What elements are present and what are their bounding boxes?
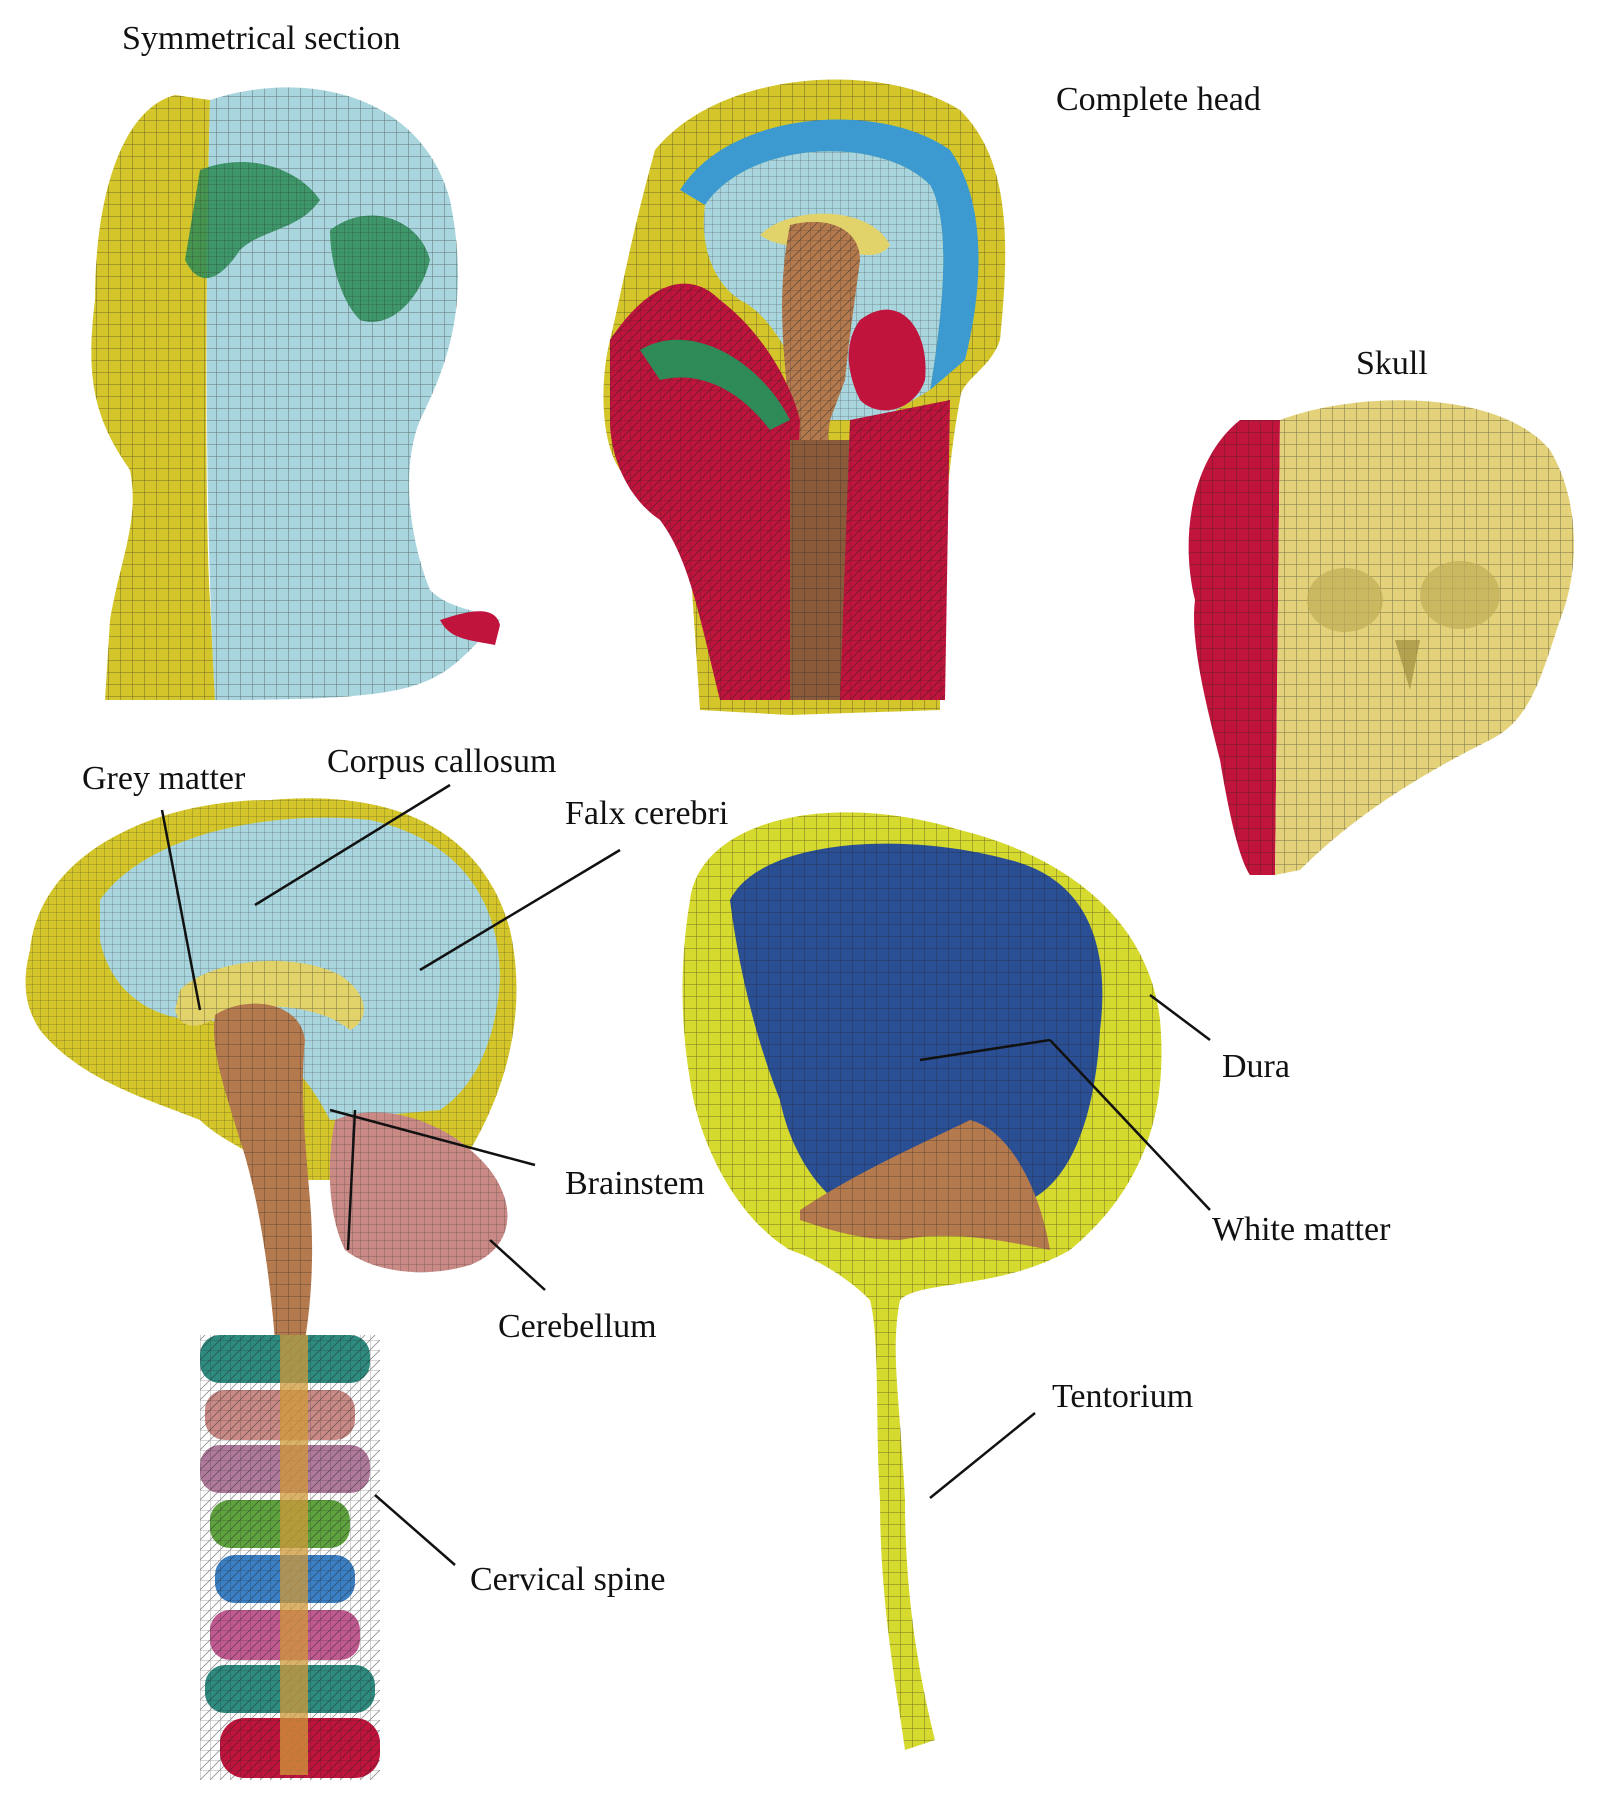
spinal-cord — [280, 1335, 308, 1775]
dura-model — [682, 812, 1162, 1750]
leader-cerebellum — [489, 1239, 546, 1291]
nasal-cavity — [1395, 640, 1420, 690]
leader-white-matter-2 — [919, 1038, 1051, 1062]
leader-corpus-callosum — [254, 783, 451, 907]
leader-cervical-spine — [374, 1494, 456, 1566]
leader-lines — [160, 783, 1211, 1566]
symmetrical-section-title: Symmetrical section — [122, 20, 401, 57]
eye-socket-left — [1307, 568, 1383, 632]
skull-model — [1188, 400, 1574, 875]
leader-tentorium — [929, 1412, 1036, 1499]
brainstem-label: Brainstem — [565, 1165, 705, 1202]
leader-brainstem — [329, 1108, 536, 1167]
leader-white-matter — [1049, 1039, 1211, 1211]
complete-head-title: Complete head — [1056, 81, 1261, 118]
tentorium-label: Tentorium — [1052, 1378, 1194, 1415]
falx-cerebri-label: Falx cerebri — [565, 795, 729, 832]
corpus-callosum-label: Corpus callosum — [327, 743, 557, 780]
cerebellum-red — [848, 309, 926, 411]
eye-socket-right — [1420, 561, 1500, 629]
leader-falx-cerebri — [419, 848, 621, 972]
complete-head-model — [603, 79, 1006, 716]
grey-matter-label: Grey matter — [82, 760, 246, 797]
dura-label: Dura — [1222, 1048, 1290, 1085]
leader-dura — [1149, 994, 1211, 1041]
symmetrical-section-model — [91, 87, 500, 700]
cervical-spine-label: Cervical spine — [470, 1561, 666, 1598]
skull-title: Skull — [1356, 345, 1428, 382]
leader-brainstem-2 — [346, 1109, 357, 1251]
neck-red-flap — [440, 611, 500, 645]
tongue-green — [640, 339, 790, 430]
cerebellum-label: Cerebellum — [498, 1308, 657, 1345]
leader-grey-matter — [160, 809, 202, 1011]
white-matter-label: White matter — [1212, 1211, 1391, 1248]
brain-spine-model — [25, 798, 517, 1780]
skull-blue-band — [680, 119, 979, 390]
